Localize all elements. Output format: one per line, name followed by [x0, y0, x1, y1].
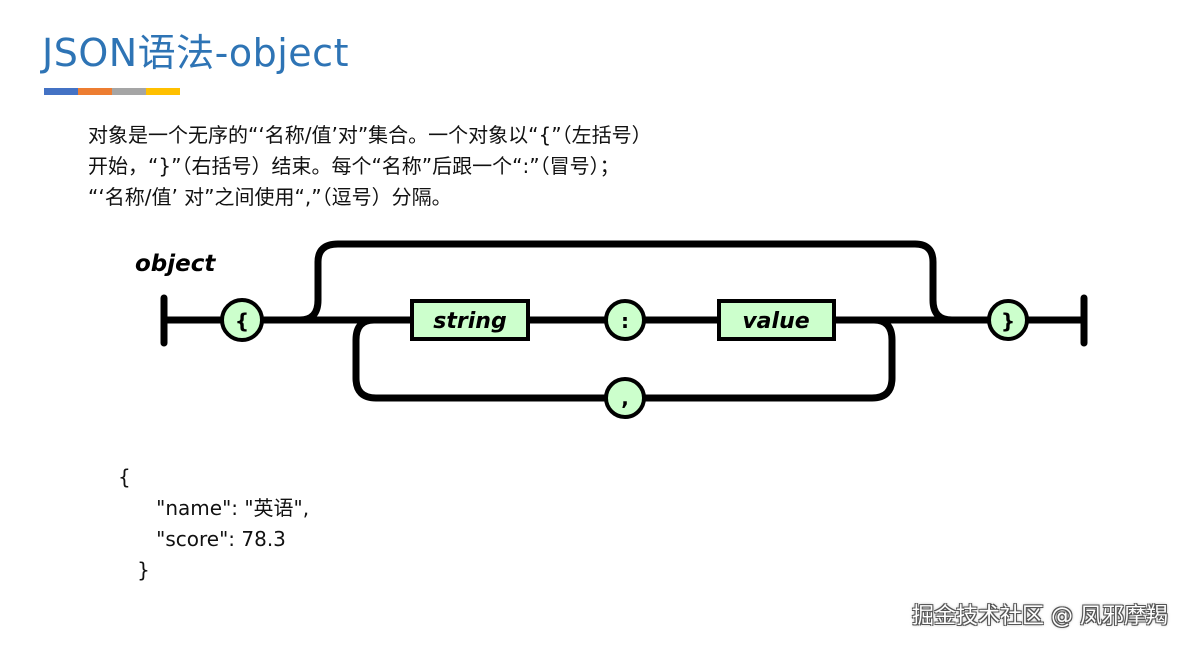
open-brace-label: {: [235, 309, 249, 333]
string-label: string: [433, 309, 506, 334]
description-line: 对象是一个无序的“‘名称/值’对”集合。一个对象以“{”（左括号）: [88, 123, 652, 147]
close-brace-node: [987, 299, 1029, 341]
accent-segment-orange: [78, 88, 112, 95]
watermark: 掘金技术社区 @ 凤邪摩羯: [912, 604, 1168, 629]
colon-label: :: [621, 309, 629, 333]
accent-segment-yellow: [146, 88, 180, 95]
close-brace-label: }: [1001, 309, 1015, 333]
description: 对象是一个无序的“‘名称/值’对”集合。一个对象以“{”（左括号） 开始，“}”…: [88, 120, 848, 213]
rail-comma-loop: [352, 316, 610, 402]
slide-title: JSON语法-object: [42, 31, 349, 75]
rail-empty-bypass: [296, 240, 956, 324]
colon-node: [604, 299, 646, 341]
example-line: "score": 78.3: [118, 527, 286, 551]
example-line: {: [118, 465, 131, 489]
comma-node: [604, 377, 646, 419]
value-label: value: [742, 309, 809, 334]
accent-segment-gray: [112, 88, 146, 95]
example-line: }: [118, 558, 150, 582]
description-line: 开始，“}”（右括号）结束。每个“名称”后跟一个“:”（冒号）；: [88, 154, 620, 178]
open-brace-node: [220, 298, 264, 342]
description-line: “‘名称/值’ 对”之间使用“,”（逗号）分隔。: [88, 185, 452, 209]
value-node: [717, 299, 836, 341]
accent-segment-blue: [44, 88, 78, 95]
diagram-label: object: [135, 251, 216, 277]
example-line: "name": "英语",: [118, 496, 310, 520]
string-node: [410, 299, 530, 341]
json-example: { "name": "英语", "score": 78.3 }: [118, 462, 309, 586]
title-accent-bar: [44, 88, 180, 95]
comma-label: ,: [621, 386, 629, 410]
rail-comma-loop-return: [640, 316, 896, 402]
